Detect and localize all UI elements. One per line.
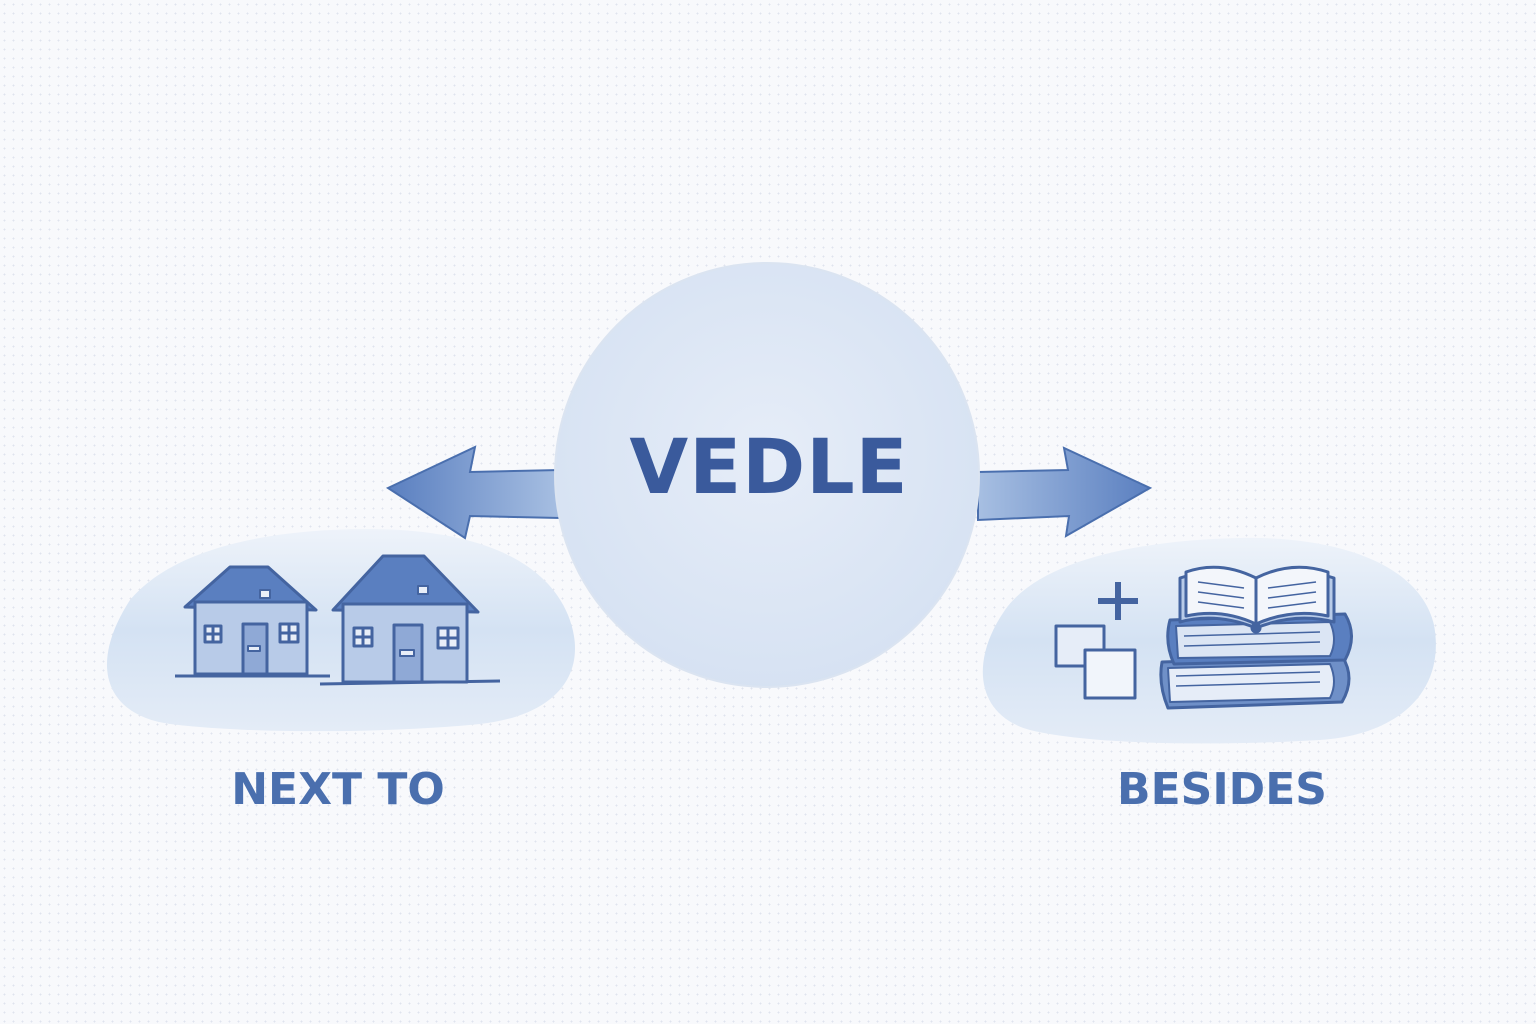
next-to-label: NEXT TO: [231, 764, 445, 815]
left-arrow: [385, 445, 561, 540]
besides-label: BESIDES: [1117, 764, 1327, 815]
left-blob: [106, 529, 575, 732]
houses-icon: [175, 554, 501, 686]
center-circle: [554, 262, 980, 688]
right-arrow: [977, 446, 1153, 538]
center-word: VEDLE: [629, 422, 909, 511]
books-plus-icon: [1054, 565, 1353, 710]
